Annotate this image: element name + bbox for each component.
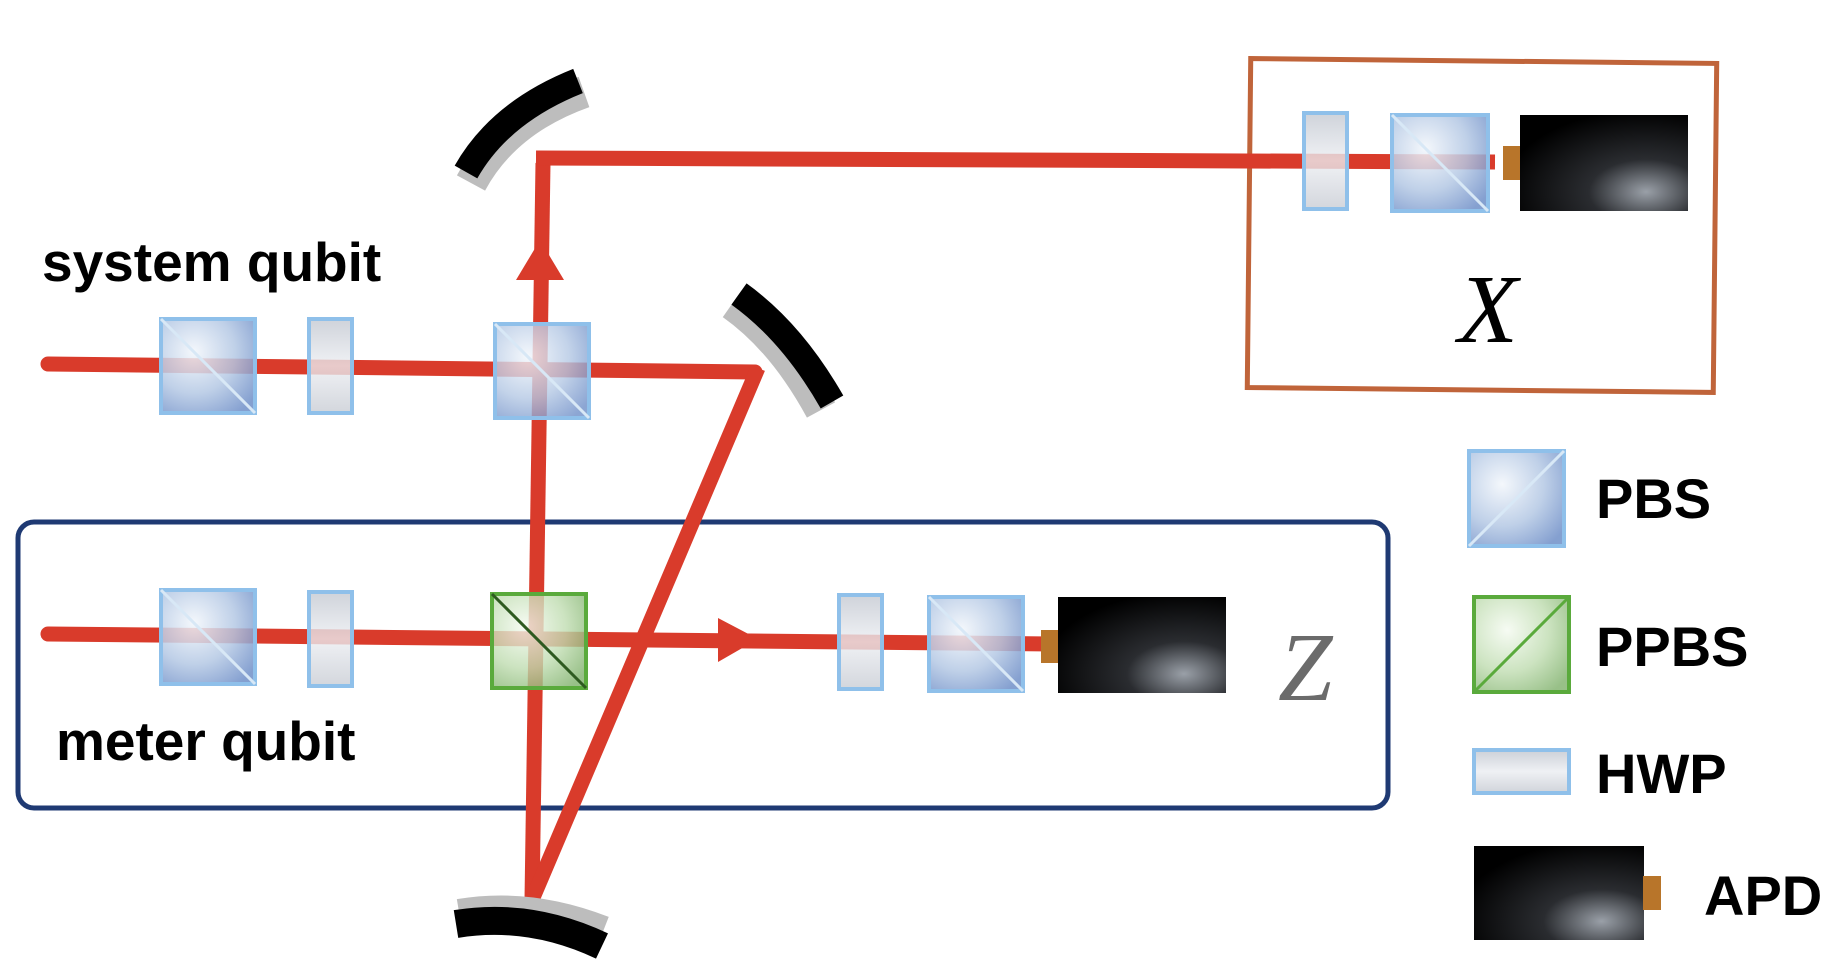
x-pbs [1390,113,1490,213]
beam-arrow-up [516,240,564,280]
beam-arrow-right [718,618,758,662]
legend-apd-label: APD [1704,864,1822,927]
system-beam [40,356,763,380]
meter-qubit-label: meter qubit [56,710,355,772]
meter-hwp [307,590,354,688]
system-pbs [159,317,257,415]
system-hwp [307,317,354,415]
diagonal-beam [525,365,765,903]
x-measurement-label: X [1454,256,1522,364]
curved-mirror-icon [453,895,609,959]
crossing-pbs [493,322,591,420]
legend-pbs-label: PBS [1596,467,1711,530]
system-qubit-label: system qubit [42,231,381,293]
legend-ppbs-label: PPBS [1596,615,1749,678]
z-hwp [837,593,884,691]
legend-ppbs-icon [1472,595,1571,694]
top-output-beam [535,150,1496,170]
z-apd-detector-icon [1041,597,1226,693]
vertical-beam [524,162,551,901]
curved-mirror-icon [722,283,844,418]
meter-pbs [159,588,257,686]
curved-mirror-icon [454,68,590,191]
legend: PBS PPBS HWP APD [1467,449,1822,940]
legend-hwp-label: HWP [1596,742,1727,805]
x-apd-detector-icon [1503,115,1688,211]
meter-ppbs [490,592,588,690]
z-measurement-label: Z [1278,614,1334,722]
legend-pbs-icon [1467,449,1566,548]
x-measurement-box [1244,56,1720,395]
x-hwp [1302,111,1349,211]
legend-apd-icon [1474,846,1661,940]
z-measurement-box [15,519,1391,811]
legend-hwp-icon [1472,748,1571,795]
z-pbs [927,595,1025,693]
